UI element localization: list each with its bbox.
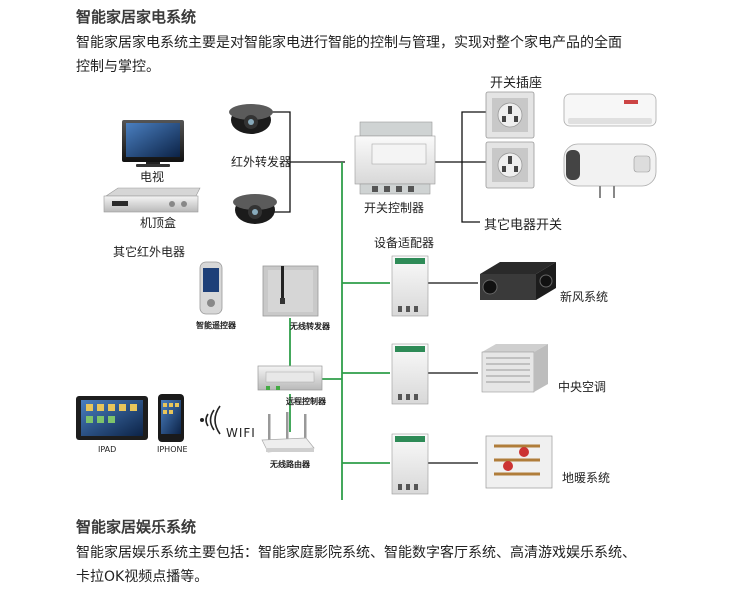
remote-controller-icon — [257, 365, 323, 391]
label-central-ac: 中央空调 — [558, 380, 607, 394]
wireless-router-icon — [261, 412, 315, 453]
section-desc-entertainment-line2: 卡拉OK视频点播等。 — [76, 569, 209, 585]
smart-remote-icon — [199, 261, 223, 315]
label-remote-controller: 远程控制器 — [286, 397, 326, 406]
iphone-icon — [158, 394, 184, 442]
label-device-adapter: 设备适配器 — [374, 236, 435, 250]
set-top-box-icon — [103, 187, 201, 213]
section-desc-appliance-line2: 控制与掌控。 — [76, 59, 160, 75]
air-conditioner-icon — [563, 93, 657, 127]
label-ipad: IPAD — [98, 445, 117, 454]
line-other-switch — [461, 162, 480, 223]
label-iphone: IPHONE — [157, 445, 188, 454]
socket-bottom-icon — [485, 141, 535, 189]
wifi-signal-icon — [200, 405, 221, 435]
floor-heating-icon — [485, 435, 553, 489]
adapter-3-icon — [391, 433, 429, 495]
fresh-air-unit-icon — [480, 262, 556, 300]
water-heater-icon — [563, 143, 657, 198]
line-socket-top — [430, 111, 486, 163]
ir-repeater-bottom-icon — [233, 194, 277, 224]
label-wireless-router: 无线路由器 — [270, 460, 310, 469]
ir-repeater-top-icon — [229, 104, 273, 134]
tv-icon — [122, 120, 184, 167]
label-switch-socket: 开关插座 — [490, 76, 543, 91]
section-desc-entertainment-line1: 智能家居娱乐系统主要包括：智能家庭影院系统、智能数字客厅系统、高清游戏娱乐系统、 — [76, 545, 636, 561]
label-set-top-box: 机顶盒 — [140, 216, 177, 230]
label-wifi: WIFI — [226, 426, 256, 440]
ipad-icon — [76, 396, 148, 440]
label-floor-heating: 地暖系统 — [562, 471, 611, 485]
label-switch-controller: 开关控制器 — [364, 201, 425, 215]
label-wireless-repeater: 无线转发器 — [290, 322, 330, 331]
label-fresh-air-system: 新风系统 — [560, 290, 609, 304]
section-title-entertainment: 智能家居娱乐系统 — [76, 518, 197, 536]
label-smart-remote: 智能遥控器 — [196, 321, 236, 330]
adapter-2-icon — [391, 343, 429, 405]
socket-top-icon — [485, 91, 535, 139]
label-ir-repeater: 红外转发器 — [231, 155, 292, 169]
section-desc-appliance-line1: 智能家居家电系统主要是对智能家电进行智能的控制与管理，实现对整个家电产品的全面 — [76, 35, 622, 51]
switch-controller-icon — [354, 121, 436, 195]
section-title-appliance: 智能家居家电系统 — [76, 8, 197, 26]
label-tv: 电视 — [140, 170, 165, 184]
label-other-appliance-switch: 其它电器开关 — [484, 218, 563, 233]
bus-line-adapters — [342, 282, 390, 464]
adapter-1-icon — [391, 255, 429, 317]
wireless-repeater-icon — [262, 265, 319, 317]
label-other-ir-appliances: 其它红外电器 — [113, 245, 186, 259]
central-ac-icon — [481, 344, 548, 393]
